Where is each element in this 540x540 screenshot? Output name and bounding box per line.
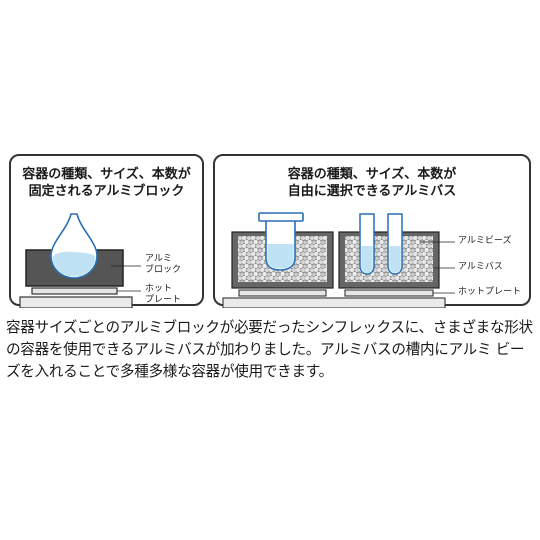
- hotplate-top: [31, 287, 118, 295]
- hotplate-label-left: ホット プレート: [145, 284, 182, 305]
- flask-liquid: [52, 251, 96, 277]
- hotplate-top-right: [344, 289, 434, 297]
- hotplate-label-right: ホットプレート: [458, 287, 522, 297]
- aluminum-bath-title: 容器の種類、サイズ、本数が 自由に選択できるアルミバス: [287, 167, 457, 199]
- aluminum-block-illustration: [19, 213, 141, 308]
- test-tube-2-liquid: [389, 246, 401, 273]
- description-text: 容器サイズごとのアルミブロックが必要だったシンフレックスに、さまざまな形状の容器…: [6, 319, 533, 380]
- aluminum-bath-panel: 容器の種類、サイズ、本数が 自由に選択できるアルミバス: [213, 154, 531, 308]
- hotplate-base-right: [222, 297, 446, 308]
- beaker-liquid: [267, 244, 294, 269]
- beaker-rim: [258, 212, 304, 222]
- hotplate-top-left: [238, 289, 327, 297]
- aluminum-block-label: アルミ ブロック: [145, 254, 182, 275]
- aluminum-block-title: 容器の種類、サイズ、本数が 固定されるアルミブロック: [22, 167, 191, 199]
- aluminum-beads-label: アルミビーズ: [458, 236, 512, 246]
- aluminum-block-panel: 容器の種類、サイズ、本数が 固定されるアルミブロック アルミ ブロック ホット …: [9, 154, 204, 308]
- test-tube-1-liquid: [361, 246, 373, 273]
- aluminum-bath-label: アルミバス: [458, 262, 503, 272]
- aluminum-bath-illustration: [222, 212, 455, 308]
- hotplate-base: [19, 296, 133, 308]
